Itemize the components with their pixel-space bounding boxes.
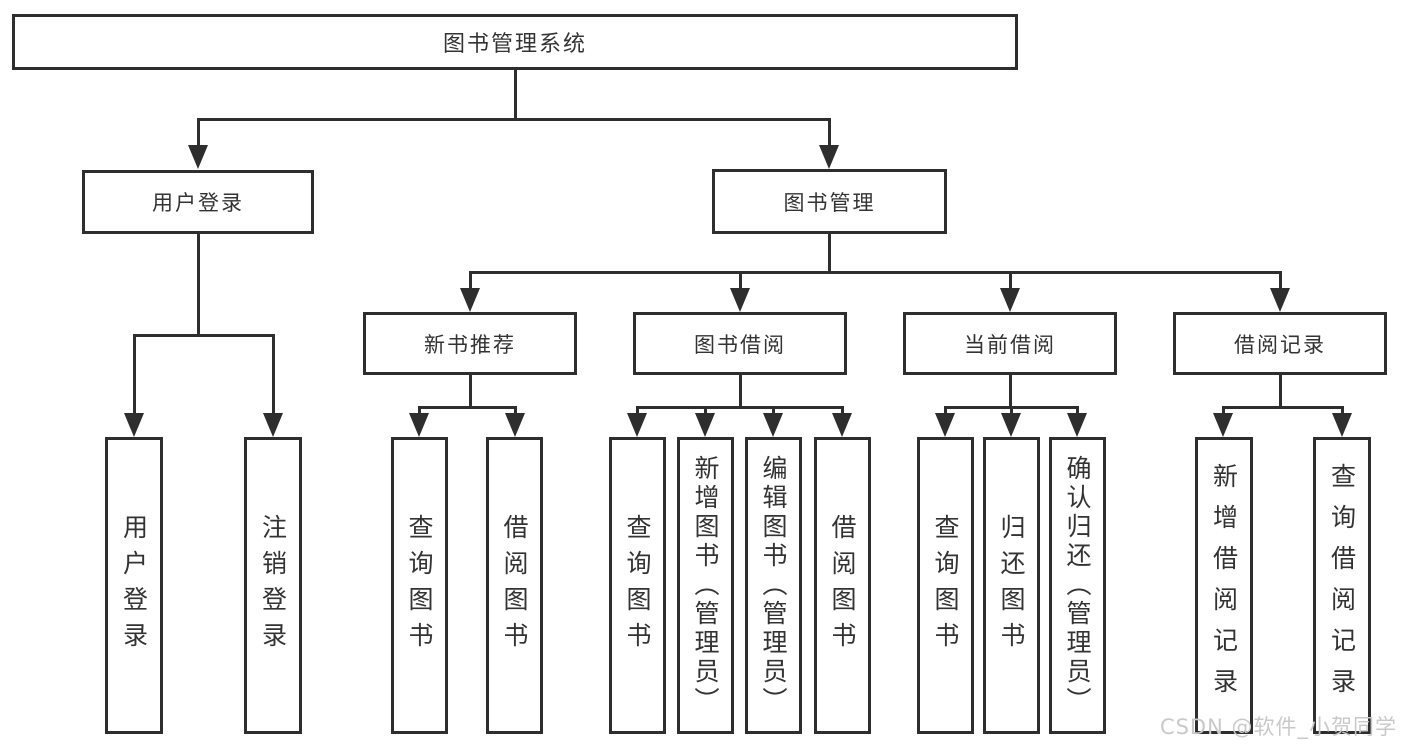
- connector-line: [1279, 271, 1282, 293]
- connector-line: [197, 118, 831, 121]
- arrow-down-icon: [730, 288, 750, 312]
- connector-line: [1222, 406, 1344, 409]
- connector-line: [1222, 406, 1225, 418]
- connector-line: [514, 70, 517, 121]
- leaf-add-borrow-record: 新增借阅记录: [1195, 437, 1253, 734]
- connector-line: [636, 406, 639, 418]
- connector-line: [636, 406, 844, 409]
- node-new-book-recommend: 新书推荐: [363, 312, 577, 375]
- connector-line: [197, 118, 200, 146]
- connector-line: [1009, 271, 1012, 293]
- connector-line: [1010, 406, 1013, 418]
- connector-line: [739, 375, 742, 409]
- connector-line: [418, 406, 517, 409]
- leaf-confirm-return-admin: 确认归还（管理员）: [1049, 437, 1106, 734]
- node-book-borrow: 图书借阅: [633, 312, 847, 375]
- connector-line: [469, 271, 472, 293]
- node-current-borrow: 当前借阅: [903, 312, 1117, 375]
- connector-line: [418, 406, 421, 418]
- connector-line: [841, 406, 844, 418]
- arrow-down-icon: [832, 413, 852, 437]
- arrow-down-icon: [1000, 288, 1020, 312]
- leaf-user-login: 用户登录: [105, 437, 163, 734]
- connector-line: [772, 406, 775, 418]
- leaf-borrow-books: 借阅图书: [486, 437, 543, 734]
- node-user-login: 用户登录: [82, 170, 314, 234]
- leaf-query-books: 查询图书: [917, 437, 974, 734]
- arrow-down-icon: [627, 413, 647, 437]
- arrow-down-icon: [1067, 413, 1087, 437]
- connector-line: [1076, 406, 1079, 418]
- csdn-watermark: CSDN @软件_小贺同学: [1159, 715, 1397, 739]
- connector-line: [944, 406, 947, 418]
- connector-line: [828, 234, 831, 274]
- leaf-borrow-books: 借阅图书: [814, 437, 871, 734]
- arrow-down-icon: [1270, 288, 1290, 312]
- connector-line: [272, 334, 275, 416]
- node-borrow-records: 借阅记录: [1173, 312, 1387, 375]
- arrow-down-icon: [409, 413, 429, 437]
- arrow-down-icon: [1332, 413, 1352, 437]
- connector-line: [1341, 406, 1344, 418]
- connector-line: [469, 271, 1282, 274]
- arrow-down-icon: [695, 413, 715, 437]
- connector-line: [1279, 375, 1282, 409]
- leaf-edit-book-admin: 编辑图书（管理员）: [745, 437, 802, 734]
- arrow-down-icon: [505, 413, 525, 437]
- arrow-down-icon: [819, 145, 839, 169]
- connector-line: [739, 271, 742, 293]
- connector-line: [514, 406, 517, 418]
- leaf-add-book-admin: 新增图书（管理员）: [677, 437, 734, 734]
- arrow-down-icon: [188, 145, 208, 169]
- connector-line: [828, 118, 831, 146]
- leaf-return-book: 归还图书: [983, 437, 1040, 734]
- connector-line: [469, 375, 472, 409]
- arrow-down-icon: [124, 413, 144, 437]
- connector-line: [133, 334, 275, 337]
- arrow-down-icon: [1001, 413, 1021, 437]
- connector-line: [133, 334, 136, 416]
- connector-line: [197, 234, 200, 337]
- connector-line: [1009, 375, 1012, 409]
- leaf-query-borrow-record: 查询借阅记录: [1313, 437, 1371, 734]
- connector-line: [704, 406, 707, 418]
- leaf-query-books: 查询图书: [391, 437, 448, 734]
- arrow-down-icon: [460, 288, 480, 312]
- node-library-system: 图书管理系统: [12, 14, 1018, 70]
- leaf-query-books: 查询图书: [609, 437, 666, 734]
- node-book-management: 图书管理: [712, 169, 947, 234]
- arrow-down-icon: [935, 413, 955, 437]
- leaf-logout: 注销登录: [244, 437, 302, 734]
- arrow-down-icon: [263, 413, 283, 437]
- arrow-down-icon: [763, 413, 783, 437]
- arrow-down-icon: [1213, 413, 1233, 437]
